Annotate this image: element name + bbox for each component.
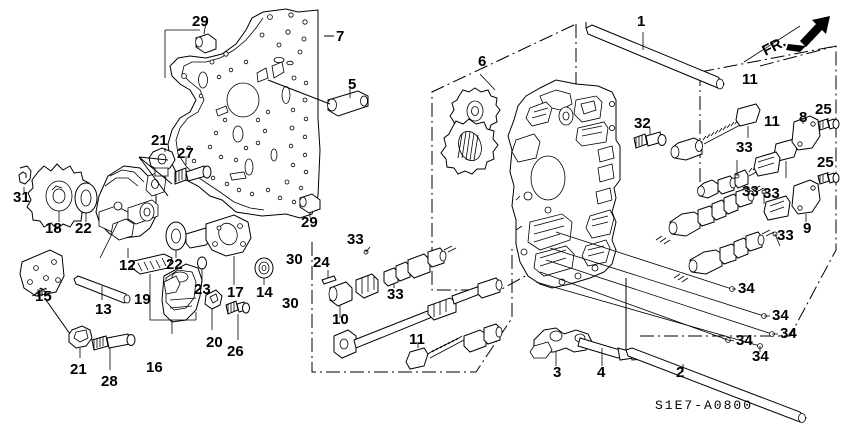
callout-28: 28 [101, 373, 118, 390]
callout-33a: 33 [347, 231, 364, 248]
callout-9: 9 [803, 220, 812, 237]
part-2-long-rod [625, 278, 807, 423]
callout-24: 24 [313, 254, 330, 271]
part-17-pump-gear [185, 214, 252, 285]
part-32-bolt [633, 128, 667, 149]
part-22-washer-left [74, 182, 98, 222]
callout-21b: 21 [70, 361, 87, 378]
part-14-seal-ring [254, 257, 274, 285]
callout-34c: 34 [780, 325, 797, 342]
callout-11a: 11 [742, 71, 758, 88]
part-28-bolt [91, 333, 136, 370]
group-bracket-lower [311, 242, 513, 373]
manual-valve-rod [333, 277, 503, 359]
part-26-bolt [225, 300, 250, 340]
callout-13: 13 [95, 301, 112, 318]
part-21-bracket-upper [138, 147, 176, 197]
callout-34a: 34 [738, 280, 755, 297]
part-20-clamp [204, 289, 223, 330]
part-29-dowel-pin-lower [299, 193, 321, 218]
callout-16: 16 [146, 359, 163, 376]
callout-27: 27 [177, 145, 194, 162]
part-18-sprocket [26, 163, 93, 230]
part-12-oil-pump-body [95, 165, 167, 259]
callout-30b: 30 [282, 295, 299, 312]
valve-body-casting [507, 79, 621, 289]
valve-row-fourth [673, 195, 791, 283]
callout-6: 6 [478, 53, 487, 70]
callout-26: 26 [227, 343, 244, 360]
callout-3: 3 [553, 364, 562, 381]
callout-29a: 29 [192, 13, 209, 30]
callout-12: 12 [119, 257, 136, 274]
sleeve-group-mid [355, 245, 457, 299]
part-22-washer-right [165, 221, 187, 258]
callout-33e: 33 [763, 185, 780, 202]
callout-18: 18 [45, 220, 62, 237]
callout-32: 32 [634, 115, 651, 132]
callout-34e: 34 [752, 348, 769, 365]
part-25-bolt-upper [817, 118, 840, 131]
callout-23: 23 [194, 281, 211, 298]
part-27-bolt [174, 156, 212, 185]
part-5-dowel-pin [267, 79, 369, 117]
callout-14: 14 [256, 284, 273, 301]
callout-25b: 25 [817, 154, 834, 171]
callout-8: 8 [799, 109, 808, 126]
part-8-cover-plate [791, 115, 821, 151]
callout-33f: 33 [777, 227, 794, 244]
fr-arrow-icon [786, 16, 830, 52]
callout-29b: 29 [301, 214, 318, 231]
callout-31: 31 [13, 189, 30, 206]
callout-22a: 22 [75, 220, 92, 237]
part-9-cover-plate [791, 179, 821, 222]
valve-row-top [670, 103, 761, 161]
callout-33d: 33 [742, 183, 759, 200]
part-19-filter [131, 253, 173, 292]
callout-10: 10 [332, 311, 349, 328]
check-ball-leaders-34 [535, 231, 778, 352]
group-bracket-right [640, 45, 837, 337]
part-29-dowel-pin-upper [164, 21, 217, 78]
callout-33c: 33 [736, 139, 753, 156]
callout-11b: 11 [764, 113, 780, 130]
callout-30a: 30 [286, 251, 303, 268]
callout-22b: 22 [166, 256, 183, 273]
callout-20: 20 [206, 334, 223, 351]
part-16-solenoid [149, 263, 203, 334]
part-21-bracket-lower [45, 299, 93, 358]
callout-34b: 34 [772, 307, 789, 324]
callout-7: 7 [336, 28, 345, 45]
callout-25a: 25 [815, 101, 832, 118]
callout-15: 15 [35, 288, 52, 305]
part-13-pin [73, 275, 131, 304]
part-11-stopper-lower [405, 323, 503, 370]
part-15-cover [19, 249, 65, 297]
part-31-clip [18, 165, 32, 193]
part-25-bolt-lower [817, 172, 840, 185]
callout-1: 1 [637, 13, 646, 30]
callout-21a: 21 [151, 132, 168, 149]
callout-11c: 11 [409, 331, 425, 348]
valve-row-third [655, 151, 781, 245]
part-24-pin [321, 270, 337, 285]
callout-34d: 34 [736, 332, 753, 349]
fr-leader [743, 25, 801, 63]
callout-4: 4 [597, 364, 606, 381]
part-10-sleeve [328, 281, 353, 318]
part-6-gear-lower [440, 118, 499, 175]
part-7-separator-plate [167, 8, 321, 219]
callout-2: 2 [676, 364, 685, 381]
part-23-key [197, 256, 207, 282]
valve-row-second [697, 138, 799, 199]
callout-19: 19 [134, 291, 151, 308]
part-1-long-shaft [585, 22, 725, 90]
callout-5: 5 [348, 76, 357, 93]
callout-17: 17 [227, 284, 244, 301]
drawing-number: S1E7-A0800 [655, 398, 754, 413]
callout-33b: 33 [387, 286, 404, 303]
